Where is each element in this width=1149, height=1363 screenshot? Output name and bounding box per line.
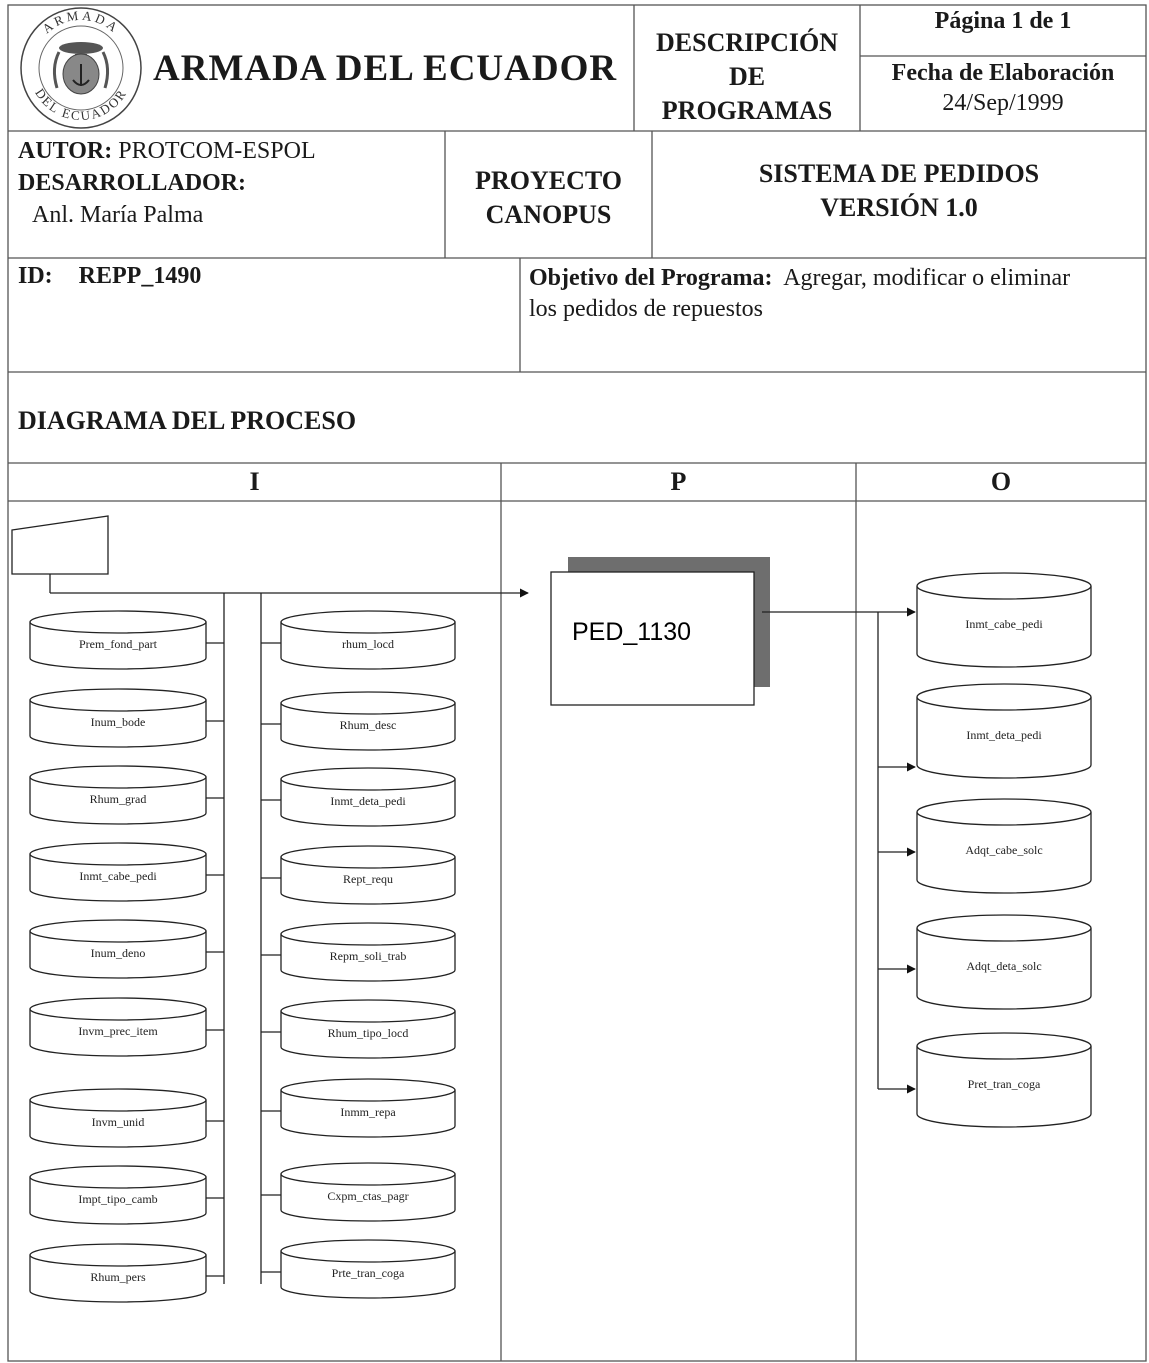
program-objective: Objetivo del Programa: Agregar, modifica… [529,263,1144,325]
database-label: Adqt_cabe_solc [965,843,1042,857]
database-label: Inmt_deta_pedi [966,728,1042,742]
database-label: Inmt_cabe_pedi [965,617,1043,631]
input-db-left-2: Rhum_grad [29,765,207,825]
output-db-2: Adqt_cabe_solc [916,798,1092,894]
project-name: PROYECTO CANOPUS [445,164,652,232]
input-db-right-6: Inmm_repa [280,1078,456,1138]
id-value: REPP_1490 [78,263,202,289]
input-db-left-0: Prem_fond_part [29,610,207,670]
output-db-4: Pret_tran_coga [916,1032,1092,1128]
output-databases: Inmt_cabe_pediInmt_deta_pediAdqt_cabe_so… [878,572,1092,1128]
database-label: Repm_soli_trab [330,949,407,963]
table-grid [7,4,1147,1362]
output-db-1: Inmt_deta_pedi [916,683,1092,779]
date-label: Fecha de Elaboración [891,60,1115,86]
organization-name: ARMADA DEL ECUADOR [153,48,618,89]
database-label: Rhum_desc [340,718,397,732]
input-db-right-4: Repm_soli_trab [280,922,456,982]
database-label: Cxpm_ctas_pagr [327,1189,408,1203]
process-name: PED_1130 [572,618,691,646]
system-line2: VERSIÓN 1.0 [820,193,978,222]
input-db-left-6: Invm_unid [29,1088,207,1148]
col-header-input: I [249,467,260,496]
col-header-process: P [670,467,687,496]
database-label: Invm_prec_item [78,1024,158,1038]
database-label: Prem_fond_part [79,637,158,651]
input-db-left-1: Inum_bode [29,688,207,748]
database-label: Rhum_tipo_locd [328,1026,409,1040]
database-label: Inmt_deta_pedi [330,794,406,808]
database-label: Rhum_grad [90,792,147,806]
input-db-left-3: Inmt_cabe_pedi [29,842,207,902]
doc-type-line1: DESCRIPCIÓN [655,28,839,57]
database-label: Prte_tran_coga [332,1266,405,1280]
input-db-right-3: Rept_requ [280,845,456,905]
svg-text:ARMADA: ARMADA [39,8,122,37]
input-db-right-8: Prte_tran_coga [280,1239,456,1299]
process-box [550,571,755,706]
doc-type-line3: PROGRAMAS [661,96,833,125]
input-document-shape [11,515,109,575]
output-db-0: Inmt_cabe_pedi [916,572,1092,668]
col-header-output: O [990,467,1012,496]
database-label: Inmm_repa [340,1105,396,1119]
system-name: SISTEMA DE PEDIDOS VERSIÓN 1.0 [652,157,1146,225]
database-label: Rhum_pers [90,1270,146,1284]
doc-type: DESCRIPCIÓN DE PROGRAMAS [634,26,860,128]
database-label: Adqt_deta_solc [966,959,1041,973]
input-db-right-0: rhum_locd [280,610,456,670]
input-db-right-1: Rhum_desc [280,691,456,751]
input-db-left-4: Inum_deno [29,919,207,979]
database-label: Impt_tipo_camb [78,1192,157,1206]
input-db-left-5: Invm_prec_item [29,997,207,1057]
developer-value: Anl. María Palma [32,202,204,228]
input-db-left-7: Impt_tipo_camb [29,1165,207,1225]
input-db-right-5: Rhum_tipo_locd [280,999,456,1059]
author-label: AUTOR: [18,138,113,164]
id-label: ID: [18,263,53,289]
project-line1: PROYECTO [475,166,622,195]
objective-label: Objetivo del Programa: [529,265,773,291]
developer-label: DESARROLLADOR: [18,170,247,196]
input-db-right-7: Cxpm_ctas_pagr [280,1162,456,1222]
input-databases-left: Prem_fond_partInum_bodeRhum_gradInmt_cab… [29,610,224,1303]
navy-seal-logo: ARMADA DEL ECUADOR [20,7,142,129]
doc-type-line2: DE [728,62,766,91]
author-block: AUTOR: PROTCOM-ESPOL DESARROLLADOR: Anl.… [18,135,316,231]
output-db-3: Adqt_deta_solc [916,914,1092,1010]
database-label: Rept_requ [343,872,393,886]
page-number: Página 1 de 1 [934,8,1072,34]
author-value: PROTCOM-ESPOL [118,138,316,164]
database-label: Inum_bode [91,715,146,729]
system-line1: SISTEMA DE PEDIDOS [758,159,1040,188]
project-line2: CANOPUS [485,200,612,229]
database-label: Pret_tran_coga [968,1077,1041,1091]
objective-line2: los pedidos de repuestos [529,296,763,322]
database-label: rhum_locd [342,637,394,651]
input-databases-right: rhum_locdRhum_descInmt_deta_pediRept_req… [261,610,456,1299]
input-db-right-2: Inmt_deta_pedi [280,767,456,827]
diagram-title: DIAGRAMA DEL PROCESO [18,406,357,435]
database-label: Inum_deno [91,946,146,960]
database-label: Inmt_cabe_pedi [79,869,157,883]
input-db-left-8: Rhum_pers [29,1243,207,1303]
program-id: ID: REPP_1490 [18,263,201,290]
database-label: Invm_unid [92,1115,145,1129]
seal-text-top: ARMADA [39,8,119,37]
date-value: 24/Sep/1999 [942,90,1064,116]
objective-line1: Agregar, modificar o eliminar [783,265,1071,291]
